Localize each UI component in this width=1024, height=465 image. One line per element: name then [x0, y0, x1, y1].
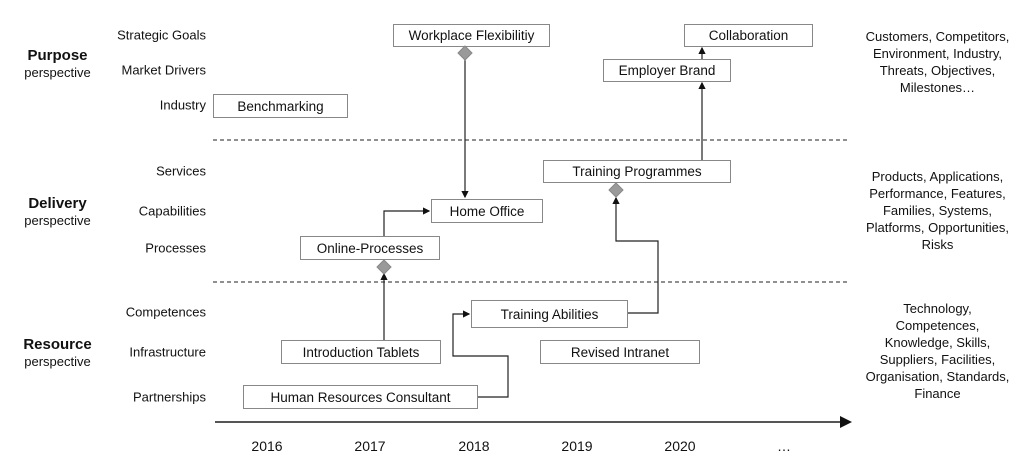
- year-label: 2017: [354, 438, 386, 454]
- box-training-programmes: Training Programmes: [543, 160, 731, 183]
- row-label: Infrastructure: [129, 344, 206, 360]
- diamond-icon: [376, 259, 392, 275]
- box-employer-brand: Employer Brand: [603, 59, 731, 82]
- year-label: 2016: [251, 438, 283, 454]
- year-label: 2018: [458, 438, 490, 454]
- purpose-description: Customers, Competitors, Environment, Ind…: [865, 29, 1010, 95]
- year-label: …: [777, 438, 791, 454]
- year-label: 2020: [664, 438, 696, 454]
- row-label: Strategic Goals: [117, 27, 206, 43]
- link-online-homeoffice: [383, 207, 431, 236]
- box-benchmarking: Benchmarking: [213, 94, 348, 118]
- box-training-abilities: Training Abilities: [471, 300, 628, 328]
- box-collaboration: Collaboration: [684, 24, 813, 47]
- row-label: Market Drivers: [121, 62, 206, 78]
- year-label: 2019: [561, 438, 593, 454]
- box-workplace-flexibility: Workplace Flexibilitiy: [393, 24, 550, 47]
- link-hr-trainingab: [452, 310, 509, 398]
- delivery-description: Products, Applications, Performance, Fea…: [865, 169, 1010, 252]
- diamond-icon: [608, 182, 624, 198]
- box-online-processes: Online-Processes: [300, 236, 440, 260]
- resource-description: Technology, Competences, Knowledge, Skil…: [865, 301, 1010, 401]
- box-hr-consultant: Human Resources Consultant: [243, 385, 478, 409]
- link-trainingab-trainingprog: [612, 196, 659, 314]
- row-label: Processes: [145, 240, 206, 256]
- row-label: Competences: [125, 304, 206, 320]
- row-label: Capabilities: [138, 203, 206, 219]
- row-label: Industry: [159, 97, 206, 113]
- diamond-icon: [457, 45, 473, 61]
- row-label: Services: [156, 163, 206, 179]
- box-revised-intranet: Revised Intranet: [540, 340, 700, 364]
- box-home-office: Home Office: [431, 199, 543, 223]
- row-label: Partnerships: [133, 389, 206, 405]
- box-introduction-tablets: Introduction Tablets: [281, 340, 441, 364]
